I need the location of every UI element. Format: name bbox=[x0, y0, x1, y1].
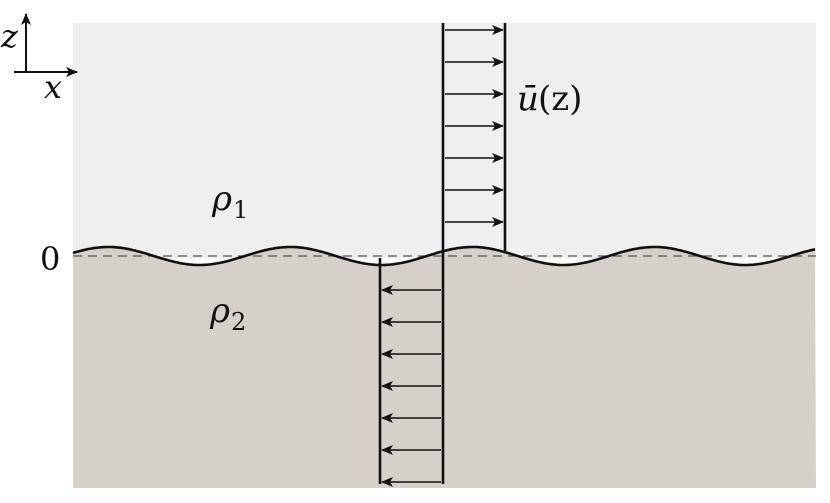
coordinate-axes: z x bbox=[0, 14, 77, 106]
velocity-argument: (z) bbox=[538, 79, 582, 119]
zero-label: 0 bbox=[40, 240, 60, 278]
rho2-subscript: 2 bbox=[231, 308, 246, 336]
rho2-symbol: ρ bbox=[209, 291, 230, 331]
velocity-label: ū (z) bbox=[517, 79, 582, 119]
upper-fluid-region bbox=[73, 23, 816, 258]
rho1-symbol: ρ bbox=[211, 179, 232, 219]
rho1-subscript: 1 bbox=[233, 196, 248, 224]
lower-fluid-region bbox=[73, 247, 816, 488]
x-axis-label: x bbox=[44, 68, 62, 106]
z-axis-label: z bbox=[0, 17, 19, 55]
velocity-symbol: ū bbox=[517, 79, 539, 119]
